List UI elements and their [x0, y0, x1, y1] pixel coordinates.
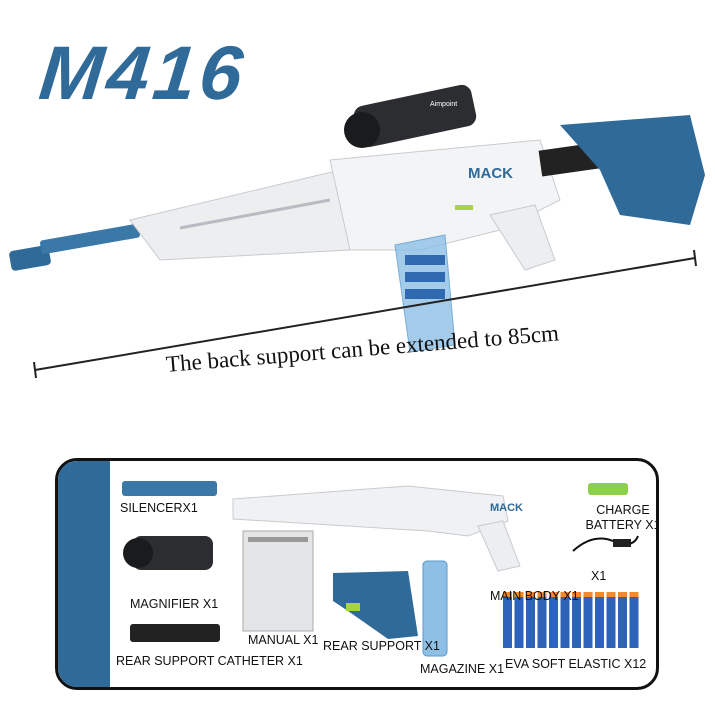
accent-strip: [58, 461, 110, 687]
dart: [514, 596, 524, 648]
cable-label: X1: [591, 569, 607, 583]
dart: [560, 596, 570, 648]
handguard: [129, 169, 351, 261]
package-contents-panel: MACK SILENCERX1 MAGNIFIER X1 REAR SUPPOR…: [55, 458, 659, 690]
scope: Aimpoint: [344, 84, 477, 148]
dart: [503, 596, 512, 648]
grip: [489, 204, 556, 271]
main-body-label: MAIN BODY X1: [490, 589, 579, 603]
dimension-line: [33, 249, 697, 379]
contents-illustrations: MACK: [122, 481, 639, 657]
main-gun-illustration: MACK Aimpoint: [9, 84, 705, 379]
silencer-image: [122, 481, 217, 496]
magazine: [394, 234, 456, 353]
rear-support-image: [333, 571, 418, 639]
dart-tip: [629, 592, 639, 597]
dart: [583, 596, 593, 648]
dart-tip: [560, 592, 570, 597]
dart-tip: [526, 592, 535, 597]
dart: [595, 596, 604, 648]
silencer-label: SILENCERX1: [120, 501, 198, 515]
catheter-label: REAR SUPPORT CATHETER X1: [116, 654, 303, 668]
dart: [629, 596, 639, 648]
dart-tip: [583, 592, 593, 597]
darts-label: EVA SOFT ELASTIC X12: [505, 657, 647, 671]
manual-label: MANUAL X1: [248, 633, 319, 647]
catheter-image: [130, 624, 220, 642]
dart: [606, 596, 616, 648]
dart-tip: [606, 592, 616, 597]
dart: [526, 596, 535, 648]
dart-tip: [572, 592, 581, 597]
dart-tip: [514, 592, 524, 597]
dart: [549, 596, 558, 648]
dart-tip: [618, 592, 627, 597]
silencer-part: [9, 223, 140, 271]
battery-image: [588, 483, 628, 495]
rear-support-label: REAR SUPPORT X1: [323, 639, 440, 653]
dart: [572, 596, 581, 648]
main-body-image: MACK: [232, 485, 523, 572]
dart: [618, 596, 627, 648]
dart-tip: [503, 592, 512, 597]
darts-image: [503, 592, 639, 648]
magazine-image: [422, 560, 448, 657]
magnifier-label: MAGNIFIER X1: [130, 597, 219, 611]
magnifier-image: [123, 536, 213, 570]
dart-tip: [595, 592, 604, 597]
cable-image: [572, 535, 639, 552]
svg-text:MACK: MACK: [490, 502, 523, 514]
dart-tip: [549, 592, 558, 597]
gun-brand-label: MACK: [468, 165, 513, 182]
scope-brand-label: Aimpoint: [430, 101, 457, 108]
dart: [537, 596, 547, 648]
dart-tip: [537, 592, 547, 597]
manual-image: [242, 530, 314, 632]
magazine-label: MAGAZINE X1: [420, 662, 505, 676]
rear-support-stock: [560, 115, 705, 225]
battery-label: CHARGE BATTERY X1: [585, 503, 659, 532]
